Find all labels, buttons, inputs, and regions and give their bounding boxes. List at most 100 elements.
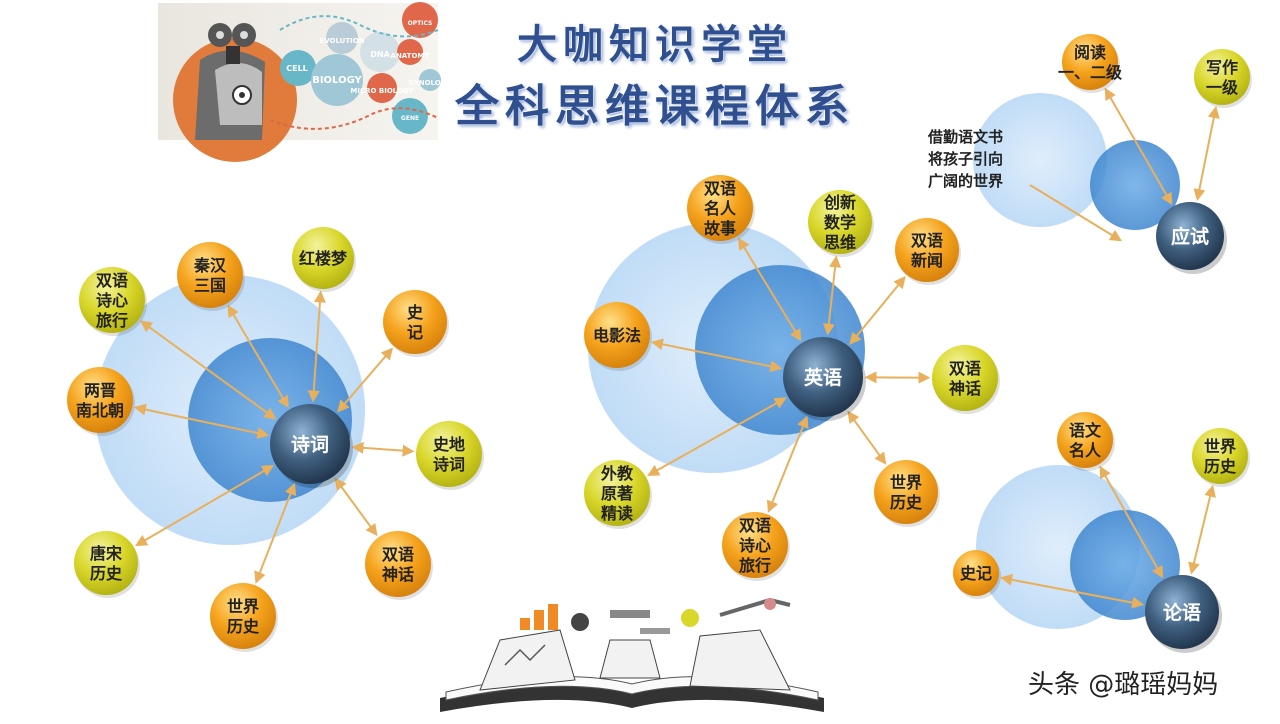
topic-node-label: 一、二级 (1058, 63, 1123, 82)
topic-node[interactable]: 史记 (383, 290, 449, 357)
watermark: 头条 @璐瑶妈妈 (1028, 664, 1218, 701)
topic-node[interactable]: 阅读一、二级 (1058, 34, 1123, 93)
topic-node-label: 精读 (601, 504, 633, 523)
topic-node-label: 历史 (1204, 457, 1237, 476)
topic-node-label: 记 (407, 323, 423, 342)
topic-node-label: 阅读 (1074, 43, 1106, 62)
exam-note: 借勤语文书将孩子引向广阔的世界 (928, 126, 1003, 192)
exam-note-line: 广阔的世界 (928, 170, 1003, 192)
topic-node-bubble (416, 421, 482, 487)
topic-node-label: 神话 (382, 565, 414, 584)
topic-node-label: 秦汉 (193, 256, 227, 275)
topic-node-bubble (383, 290, 447, 354)
topic-node-bubble (874, 460, 938, 524)
book-illustration (440, 598, 824, 712)
banner-word: EVOLUTION (319, 37, 364, 45)
hub-label: 应试 (1171, 225, 1209, 248)
topic-node-label: 诗心 (96, 291, 128, 310)
hub-exam[interactable]: 应试 (1156, 202, 1227, 274)
topic-node-bubble (895, 218, 959, 282)
topic-node-label: 语文 (1069, 421, 1102, 440)
topic-node-label: 红楼梦 (299, 249, 348, 268)
topic-node-label: 世界 (890, 473, 922, 492)
topic-node-label: 世界 (227, 597, 259, 616)
topic-node-bubble (932, 345, 998, 411)
topic-node-label: 电影法 (593, 326, 641, 345)
topic-node-label: 名人 (704, 199, 737, 218)
banner-word: OPTICS (408, 20, 433, 27)
topic-node-label: 双语 (949, 359, 981, 378)
main-title: 大咖知识学堂 (440, 12, 870, 70)
topic-node-label: 名人 (1069, 441, 1102, 460)
subtitle: 全科思维课程体系 (440, 70, 870, 134)
connector-arrow (1198, 108, 1216, 198)
topic-node-label: 双语 (96, 271, 128, 290)
topic-node-label: 诗词 (433, 455, 465, 474)
topic-node-label: 历史 (90, 564, 123, 583)
topic-node-bubble (74, 531, 138, 595)
topic-node-bubble (67, 367, 133, 433)
connector-arrow (849, 413, 885, 463)
connector-arrow (354, 447, 412, 451)
topic-node-label: 三国 (194, 276, 226, 295)
topic-node-label: 史 (407, 303, 424, 322)
topic-node-label: 外教 (600, 464, 634, 483)
banner-word: BIOLOGY (312, 75, 362, 86)
topic-node-label: 诗心 (739, 536, 771, 555)
connector-arrow (1192, 487, 1213, 572)
topic-node-bubble (177, 242, 243, 308)
topic-node-label: 写作 (1206, 58, 1238, 77)
topic-node-label: 旅行 (96, 311, 128, 330)
banner-illustration (158, 2, 441, 162)
topic-node-label: 南北朝 (76, 401, 124, 420)
topic-node-label: 双语 (739, 516, 771, 535)
topic-node-label: 新闻 (911, 251, 943, 270)
topic-node-bubble (210, 583, 276, 649)
topic-node-label: 历史 (890, 493, 923, 512)
topic-node-label: 史记 (960, 564, 992, 583)
hub-label: 英语 (804, 366, 842, 389)
topic-node-label: 史地 (433, 435, 465, 454)
hub-analects[interactable]: 论语 (1145, 575, 1222, 653)
topic-node-label: 数学 (824, 213, 856, 232)
topic-node-label: 故事 (704, 219, 736, 238)
hub-label: 诗词 (291, 434, 329, 456)
topic-node-label: 唐宋 (90, 544, 123, 563)
connector-arrow (851, 278, 904, 343)
banner-word: MICRO BIOLOGY (350, 87, 414, 95)
topic-node-label: 神话 (949, 379, 981, 398)
topic-node-label: 历史 (227, 617, 260, 636)
topic-node-label: 一级 (1206, 78, 1239, 97)
exam-note-line: 借勤语文书 (928, 126, 1003, 148)
topic-node-label: 原著 (601, 484, 633, 503)
topic-node-label: 旅行 (739, 556, 771, 575)
banner-word: CELL (286, 64, 308, 73)
topic-node-label: 世界 (1204, 437, 1236, 456)
banner-word: DNA (370, 50, 390, 59)
topic-node-bubble (365, 531, 431, 597)
banner-word: GENE (401, 115, 419, 122)
topic-node-label: 双语 (704, 179, 736, 198)
hub-label: 论语 (1163, 601, 1201, 624)
topic-node-label: 创新 (823, 193, 856, 212)
topic-node-label: 双语 (382, 545, 414, 564)
topic-node[interactable]: 红楼梦 (292, 227, 356, 292)
